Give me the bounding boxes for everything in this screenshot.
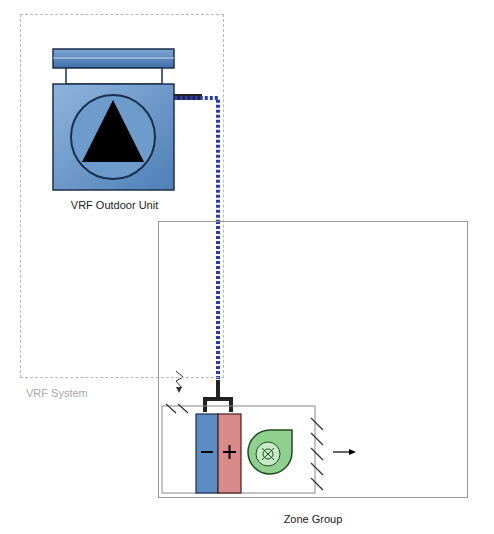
- node-label: VRF System: [26, 387, 88, 400]
- outlet-louvers: [311, 418, 323, 490]
- airflow-arrowhead: [349, 449, 356, 455]
- pipe-end: [216, 380, 220, 398]
- refrigerant-line: [216, 221, 220, 380]
- signal-symbol: [176, 371, 183, 388]
- node-label: VRF Outdoor Unit: [71, 199, 158, 212]
- terminal-unit-box: [162, 406, 315, 493]
- system-boundary: VRF SystemVRF Outdoor Unit: [20, 14, 224, 378]
- outdoor-unit: VRF Outdoor Unit: [53, 49, 176, 225]
- node-label: Zone Group: [284, 513, 343, 526]
- heating-coil: [218, 414, 241, 493]
- outdoor-unit-symbol: [53, 49, 202, 190]
- fan-symbol: [248, 430, 292, 474]
- zone-group-box: Zone Group: [158, 221, 468, 498]
- refrigerant-line: [175, 98, 218, 221]
- airflow-arrow: [333, 451, 350, 452]
- cooling-coil: [196, 414, 218, 493]
